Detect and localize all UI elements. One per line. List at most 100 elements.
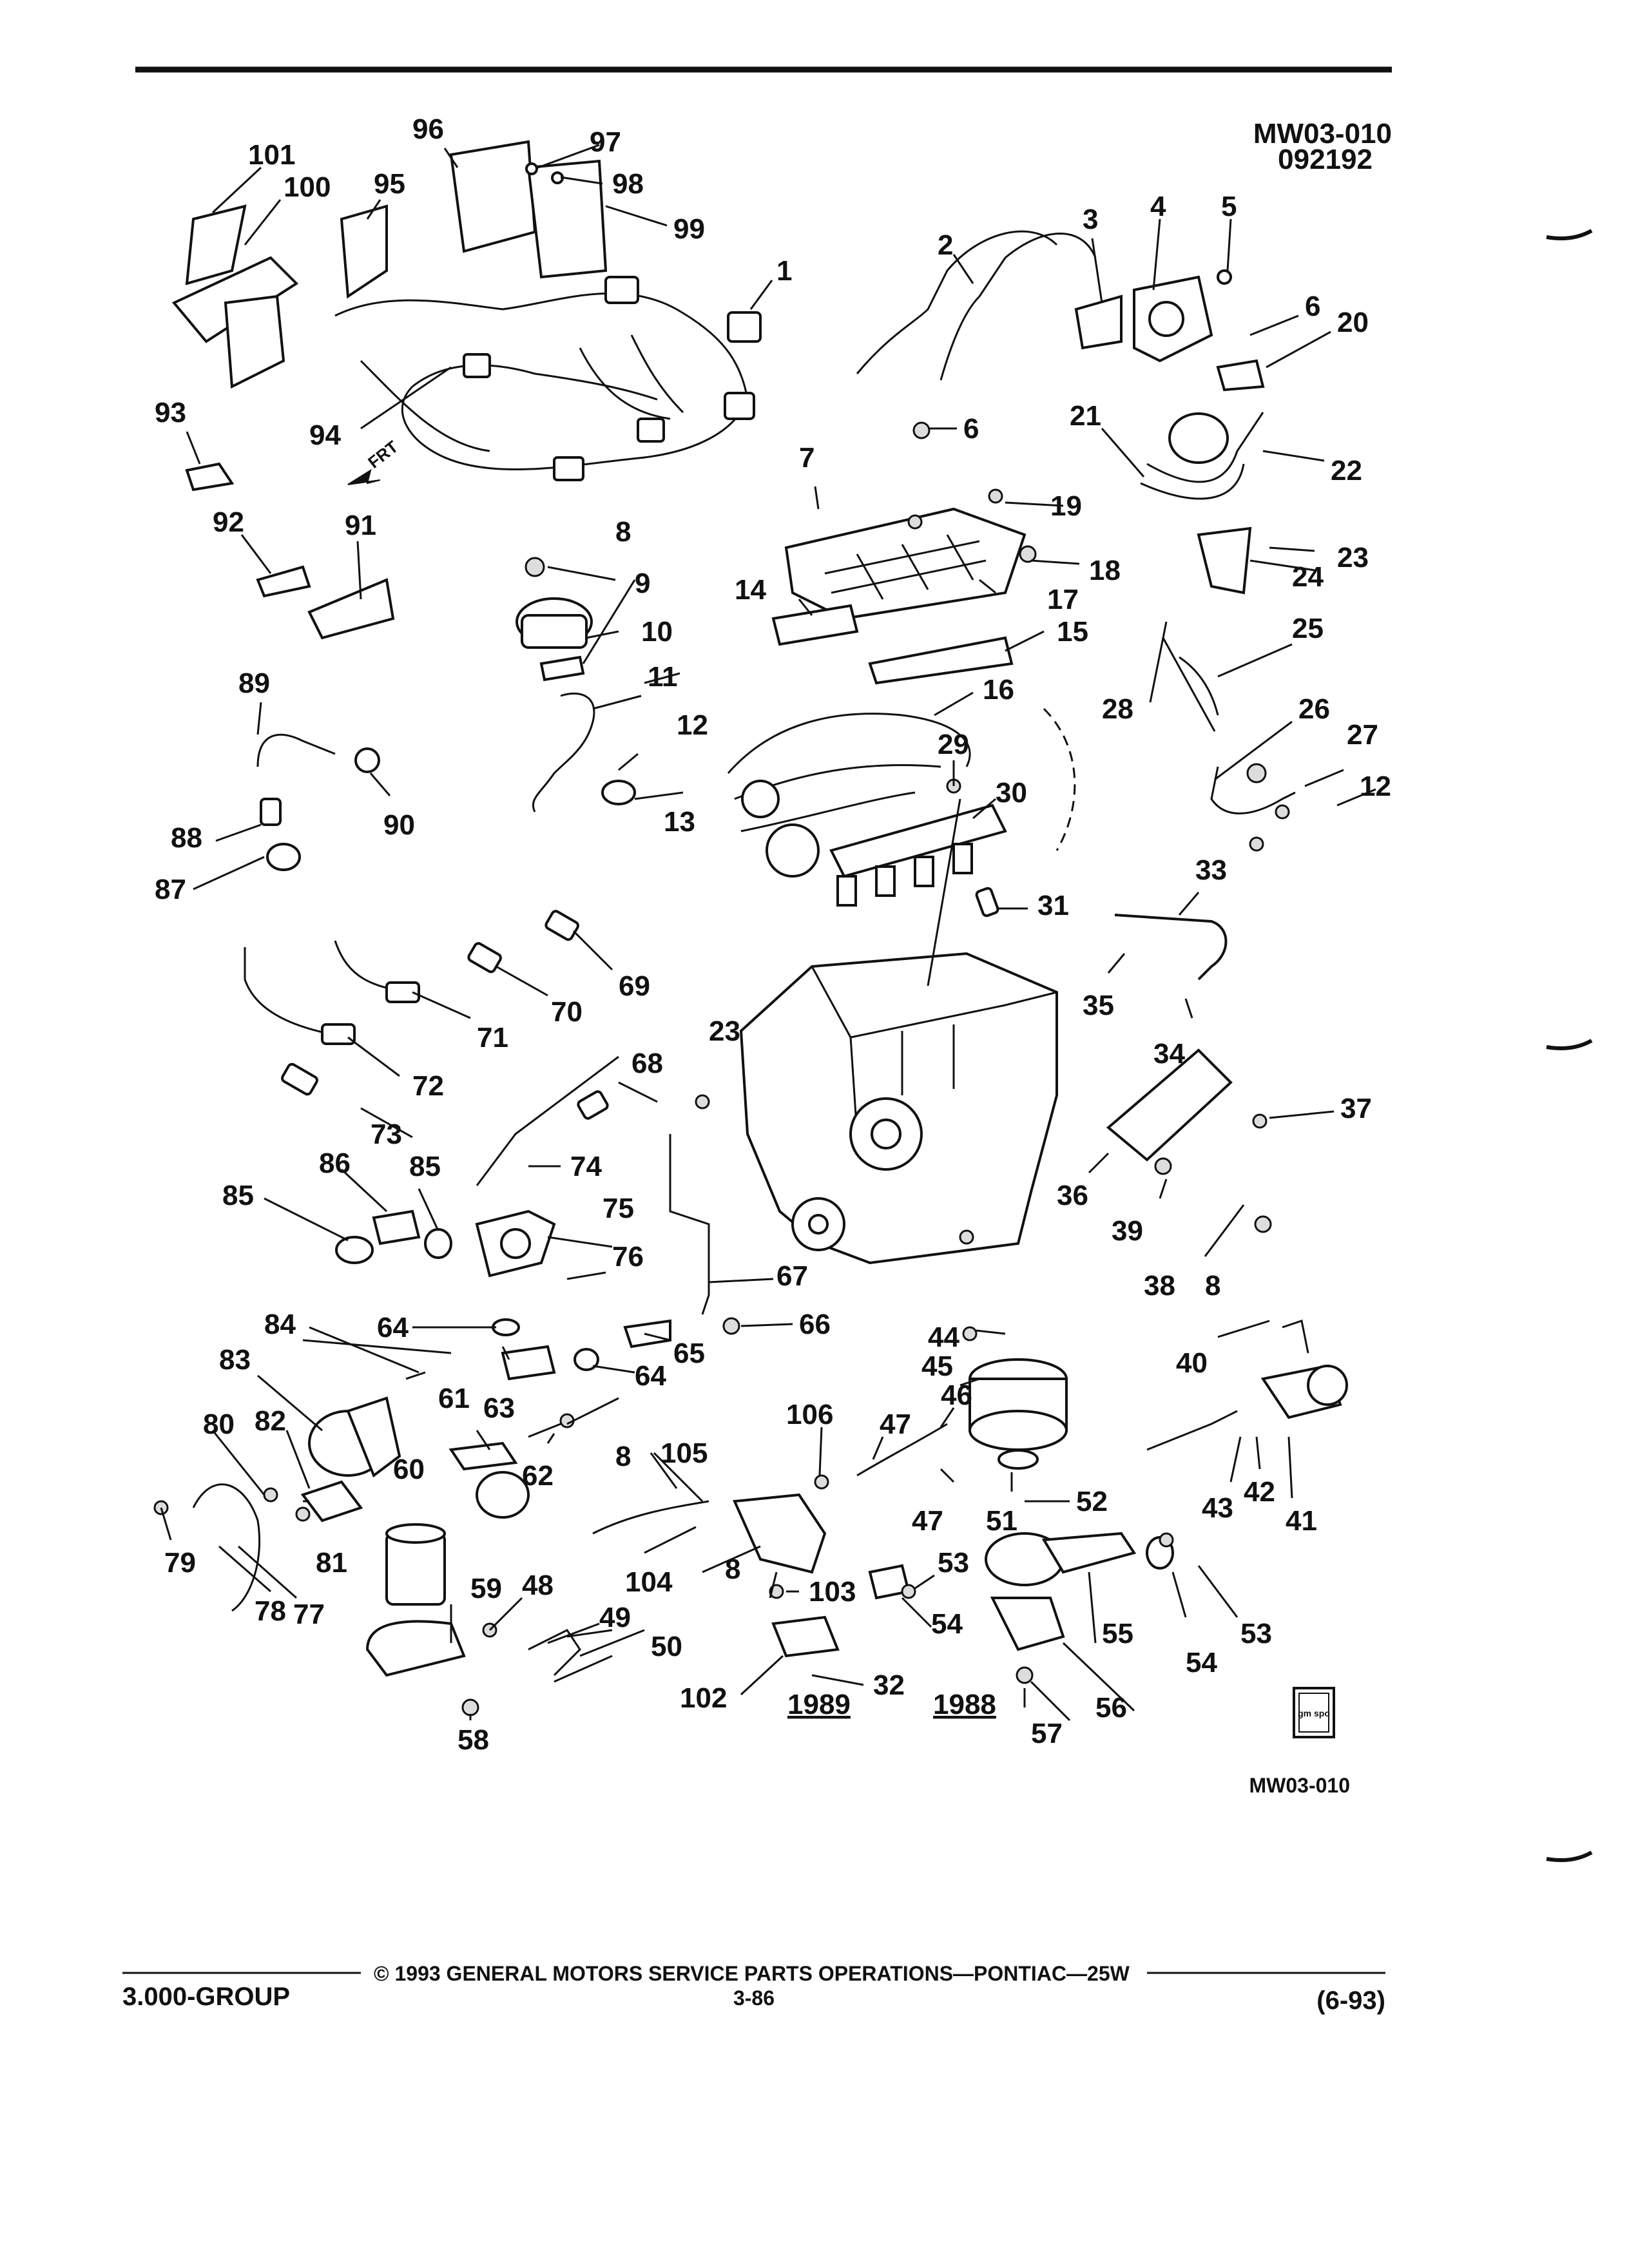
idle-air-part-20: [1216, 359, 1265, 392]
bracket-102: [733, 1493, 827, 1574]
callout-16: 16: [983, 674, 1014, 706]
callout-55: 55: [1102, 1618, 1133, 1649]
callout-98: 98: [612, 168, 644, 200]
callout-72: 72: [412, 1070, 444, 1102]
callout-6: 6: [1305, 291, 1320, 322]
part-13: [601, 780, 636, 805]
callout-49: 49: [599, 1602, 631, 1633]
callout-29: 29: [938, 729, 969, 760]
callout-45: 45: [921, 1350, 953, 1382]
seal-64-top: [492, 1318, 520, 1336]
pipe-74: [476, 1055, 619, 1186]
engine-block: [739, 952, 1058, 1265]
callout-47b: 47: [912, 1505, 943, 1537]
upper-intake-manifold: [771, 507, 1027, 685]
part-63: [501, 1345, 556, 1381]
callout-83: 83: [219, 1344, 251, 1376]
gm-spo-logo: gm spo: [1293, 1687, 1335, 1738]
callout-11: 11: [648, 661, 678, 693]
callout-87: 87: [155, 874, 186, 905]
callout-67: 67: [776, 1260, 808, 1292]
callout-36: 36: [1057, 1180, 1088, 1211]
part-88: [260, 798, 282, 826]
callout-2: 2: [938, 229, 953, 261]
callout-71: 71: [477, 1022, 508, 1053]
fuel-lines: [856, 230, 1097, 381]
thermostat-housing: [475, 1209, 556, 1278]
callout-10: 10: [641, 616, 673, 648]
callout-23a: 23: [1337, 542, 1369, 573]
callout-40: 40: [1176, 1347, 1208, 1379]
year-1989-label: 1989: [787, 1689, 851, 1720]
year-1988-label: 1988: [933, 1689, 996, 1720]
callout-5: 5: [1221, 191, 1237, 222]
callout-74: 74: [570, 1151, 602, 1182]
callout-104: 104: [625, 1566, 673, 1598]
front-arrow-icon: FRT: [347, 437, 402, 485]
gm-spo-mark-text: gm spo: [1298, 1708, 1330, 1718]
intake-duct-55: [985, 1532, 1137, 1586]
callout-70: 70: [551, 996, 583, 1028]
sensor-72-body: [321, 1023, 356, 1045]
callout-57: 57: [1031, 1718, 1063, 1749]
callout-66: 66: [799, 1309, 831, 1340]
callout-17: 17: [1047, 584, 1079, 615]
pipe-26: [1210, 766, 1296, 814]
filter-60: [385, 1523, 446, 1606]
sensor-70: [467, 942, 502, 974]
bolt-84: [405, 1371, 426, 1380]
callout-12b: 12: [1360, 771, 1391, 802]
callout-32: 32: [873, 1669, 905, 1701]
callout-35: 35: [1083, 990, 1114, 1021]
callout-102: 102: [680, 1682, 727, 1714]
wiring-harness: [334, 276, 762, 481]
callout-77: 77: [293, 1599, 325, 1630]
callouts: 1 2 3 4 5 6 6 7 8 8 8 8 9 10 11 12 12 13…: [155, 113, 1391, 1756]
callout-105: 105: [660, 1437, 708, 1469]
callout-65: 65: [673, 1338, 705, 1369]
seal-64: [574, 1348, 599, 1371]
callout-80: 80: [203, 1408, 235, 1440]
sensor-31: [975, 887, 999, 918]
callout-101: 101: [248, 139, 295, 171]
callout-8c: 8: [615, 1441, 631, 1472]
figure-ref-bottom: MW03-010: [1249, 1774, 1351, 1797]
callout-42: 42: [1244, 1476, 1275, 1508]
callout-56: 56: [1095, 1692, 1127, 1724]
callout-28: 28: [1102, 693, 1133, 725]
callout-7: 7: [799, 442, 815, 474]
callout-41: 41: [1286, 1505, 1317, 1537]
callout-95: 95: [374, 168, 405, 200]
callout-13: 13: [664, 806, 695, 838]
callout-60: 60: [393, 1454, 425, 1485]
callout-75: 75: [602, 1193, 634, 1224]
callout-47a: 47: [880, 1408, 911, 1440]
callout-1: 1: [776, 255, 792, 287]
callout-52: 52: [1076, 1486, 1108, 1517]
callout-84: 84: [264, 1309, 296, 1340]
callout-19: 19: [1050, 490, 1082, 522]
callout-54b: 54: [1186, 1647, 1217, 1678]
water-crossover-36: [1106, 1048, 1233, 1162]
part-87: [266, 843, 301, 871]
callout-27: 27: [1347, 719, 1378, 751]
hose-33: [1114, 914, 1228, 981]
gasket-85-left: [335, 1236, 374, 1264]
sensor-68: [577, 1090, 609, 1120]
callout-30: 30: [996, 777, 1027, 809]
egr-pipe-11: [532, 692, 595, 812]
edge-mark-middle: [1546, 1039, 1593, 1050]
ecm-module-set: [171, 140, 608, 389]
callout-8d: 8: [725, 1553, 740, 1585]
callout-14: 14: [735, 574, 766, 606]
callout-106: 106: [786, 1399, 833, 1430]
callout-93: 93: [155, 397, 186, 428]
callout-38: 38: [1144, 1270, 1175, 1302]
callout-88: 88: [171, 822, 202, 854]
callout-48: 48: [522, 1570, 554, 1601]
footer-page-number: 3-86: [733, 1986, 775, 2010]
callout-24: 24: [1292, 561, 1324, 593]
callout-90: 90: [383, 809, 415, 841]
callout-31: 31: [1037, 890, 1069, 921]
